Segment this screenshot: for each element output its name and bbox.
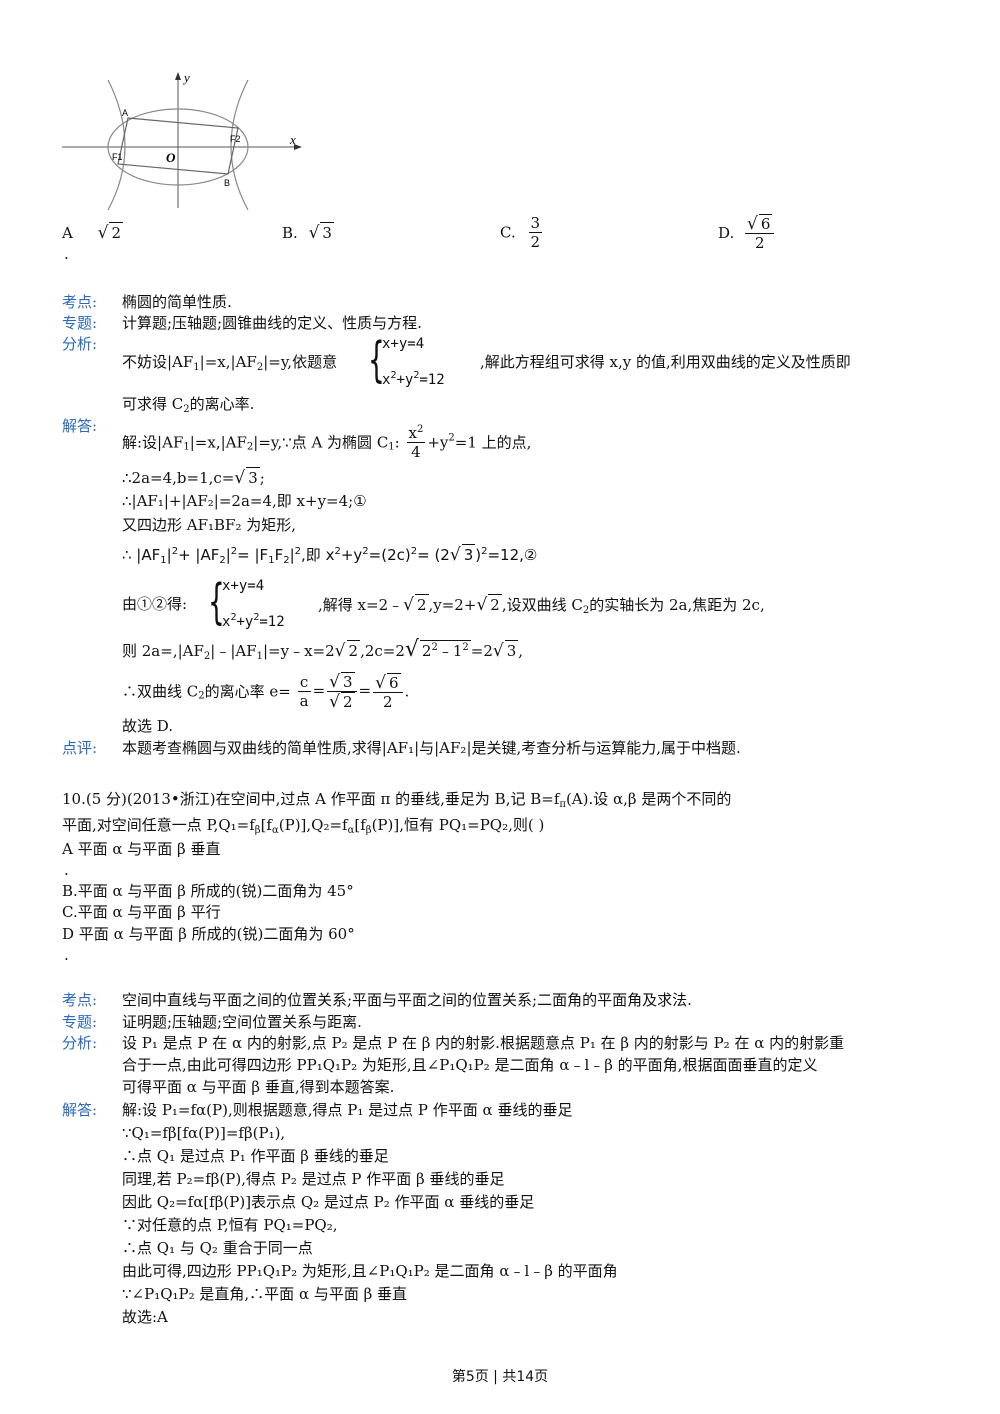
q9-fenxi-sys2: x2+y2=12 (382, 370, 445, 389)
q9-jieda-line9: 故选 D. (122, 717, 174, 735)
q9-jieda-line4: 又四边形 AF₁BF₂ 为矩形, (122, 516, 297, 534)
q10-option-b: B.平面 α 与平面 β 所成的(锐)二面角为 45° (62, 882, 354, 900)
q10-option-d: D 平面 α 与平面 β 所成的(锐)二面角为 60° (62, 925, 355, 943)
q10-jieda-line4: 同理,若 P₂=fβ(P),得点 P₂ 是过点 P 作平面 β 垂线的垂足 (122, 1170, 505, 1188)
q10-zhuanti-text: 证明题;压轴题;空间位置关系与距离. (122, 1013, 362, 1031)
q9-dianping-text: 本题考查椭圆与双曲线的简单性质,求得|AF₁|与|AF₂|是关键,考查分析与运算… (122, 739, 741, 757)
figure-y-label: y (182, 70, 190, 85)
q10-fenxi-line3: 可得平面 α 与平面 β 垂直,得到本题答案. (122, 1078, 395, 1096)
q10-option-d-dot: . (64, 946, 69, 964)
q9-jieda-brace: { (208, 574, 225, 630)
page-footer: 第5页 | 共14页 (451, 1369, 549, 1385)
q9-option-a-dot: . (64, 245, 69, 263)
q9-jieda-label: 解答: (62, 417, 98, 435)
figure-f1-label: F1 (112, 152, 123, 162)
figure-f2-label: F2 (230, 134, 241, 144)
q9-fenxi-line2: 可求得 C2的离心率. (122, 395, 255, 415)
q9-zhuanti-label: 专题: (62, 314, 98, 332)
q9-jieda-line7: 则 2a=,|AF2|﹣|AF1|=y﹣x=2√2,2c=2√22﹣12=2√3… (122, 637, 524, 662)
q9-kaodian-text: 椭圆的简单性质. (122, 293, 232, 311)
q9-jieda-line6: 由①②得: (122, 595, 188, 613)
q10-option-a: A 平面 α 与平面 β 垂直 (62, 840, 221, 858)
q9-jieda-sys1: x+y=4 (222, 578, 265, 594)
q10-fenxi-line2: 合于一点,由此可得四边形 PP₁Q₁P₂ 为矩形,且∠P₁Q₁P₂ 是二面角 α… (122, 1056, 818, 1074)
ellipse-hyperbola-figure: y x O A B F1 F2 (62, 70, 302, 210)
q10-zhuanti-label: 专题: (62, 1013, 98, 1031)
figure-b-label: B (224, 178, 230, 188)
q9-fenxi-sys1: x+y=4 (382, 336, 425, 352)
q9-fenxi-brace: { (368, 332, 385, 388)
q10-fenxi-label: 分析: (62, 1034, 98, 1052)
q10-jieda-line9: ∵∠P₁Q₁P₂ 是直角,∴平面 α 与平面 β 垂直 (122, 1285, 408, 1303)
q10-jieda-label: 解答: (62, 1101, 98, 1119)
q9-fenxi-line1-tail: ,解此方程组可求得 x,y 的值,利用双曲线的定义及性质即 (480, 353, 851, 371)
q10-stem-line2: 平面,对空间任意一点 P,Q₁=fβ[fα(P)],Q₂=fα[fβ(P)],恒… (62, 816, 545, 836)
q10-kaodian-text: 空间中直线与平面之间的位置关系;平面与平面之间的位置关系;二面角的平面角及求法. (122, 991, 692, 1009)
q10-jieda-line10: 故选:A (122, 1308, 168, 1326)
q9-option-a: A √2 (62, 222, 124, 243)
q10-fenxi-line1: 设 P₁ 是点 P 在 α 内的射影,点 P₂ 是点 P 在 β 内的射影.根据… (122, 1034, 845, 1052)
q10-jieda-line5: 因此 Q₂=fα[fβ(P)]表示点 Q₂ 是过点 P₂ 作平面 α 垂线的垂足 (122, 1193, 535, 1211)
q9-jieda-line6-tail: ,解得 x=2﹣√2,y=2+√2,设双曲线 C2的实轴长为 2a,焦距为 2c… (318, 594, 765, 616)
q10-jieda-line8: 由此可得,四边形 PP₁Q₁P₂ 为矩形,且∠P₁Q₁P₂ 是二面角 α﹣l﹣β… (122, 1262, 618, 1280)
q9-option-b: B. √3 (282, 222, 334, 243)
q9-jieda-line5: ∴ |AF1|2+ |AF2|2= |F1F2|2,即 x2+y2=(2c)2=… (122, 544, 538, 566)
q10-option-a-dot: . (64, 861, 69, 879)
q9-kaodian-label: 考点: (62, 293, 98, 311)
q10-option-c: C.平面 α 与平面 β 平行 (62, 903, 221, 921)
q10-jieda-line6: ∵对任意的点 P,恒有 PQ₁=PQ₂, (122, 1216, 338, 1234)
q9-jieda-sys2: x2+y2=12 (222, 612, 285, 631)
q9-jieda-line2: ∴2a=4,b=1,c=√3; (122, 467, 265, 488)
figure-o-label: O (166, 150, 176, 165)
q10-jieda-line2: ∵Q₁=fβ[fα(P)]=fβ(P₁), (122, 1124, 286, 1142)
q9-dianping-label: 点评: (62, 739, 98, 757)
q9-zhuanti-text: 计算题;压轴题;圆锥曲线的定义、性质与方程. (122, 314, 422, 332)
q9-fenxi-line1: 不妨设|AF1|=x,|AF2|=y,依题意 (122, 353, 338, 373)
figure-x-label: x (289, 132, 296, 147)
q9-fenxi-label: 分析: (62, 335, 98, 353)
q10-jieda-line3: ∴点 Q₁ 是过点 P₁ 作平面 β 垂线的垂足 (122, 1147, 389, 1165)
q10-stem-line1: 10.(5 分)(2013•浙江)在空间中,过点 A 作平面 π 的垂线,垂足为… (62, 790, 732, 810)
figure-a-label: A (122, 108, 128, 118)
q9-jieda-line3: ∴|AF₁|+|AF₂|=2a=4,即 x+y=4;① (122, 492, 367, 510)
q10-kaodian-label: 考点: (62, 991, 98, 1009)
q10-jieda-line1: 解:设 P₁=fα(P),则根据题意,得点 P₁ 是过点 P 作平面 α 垂线的… (122, 1101, 573, 1119)
q10-jieda-line7: ∴点 Q₁ 与 Q₂ 重合于同一点 (122, 1239, 313, 1257)
